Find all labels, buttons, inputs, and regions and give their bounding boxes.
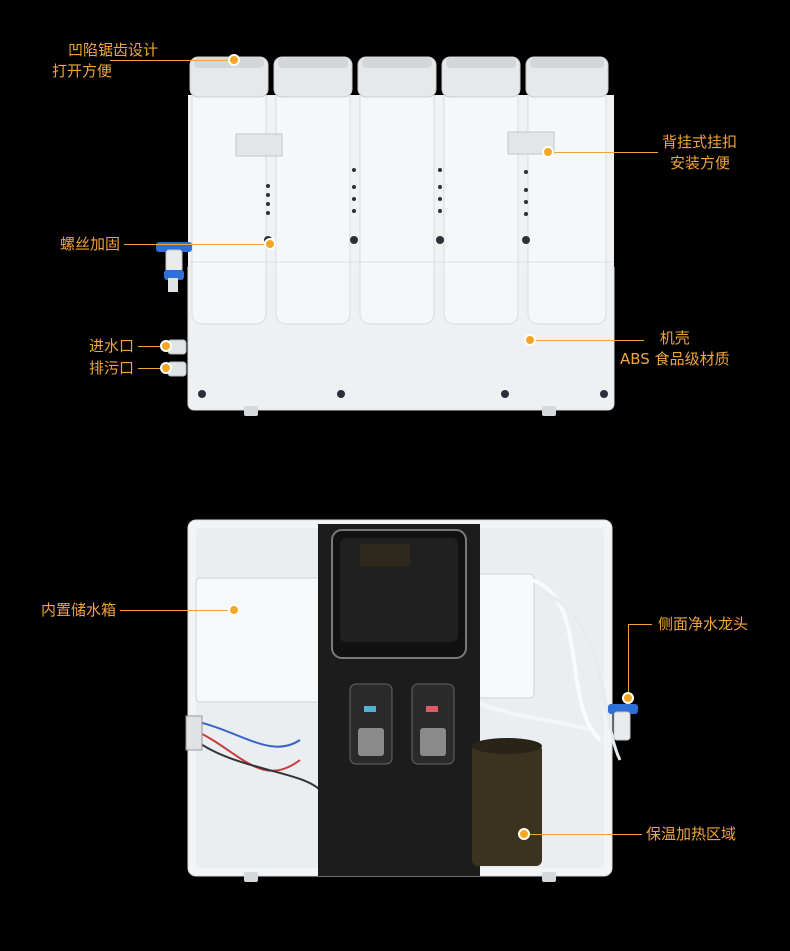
label-serrated-cap: 凹陷锯齿设计 打开方便 (30, 40, 158, 82)
label-heating-line1: 保温加热区域 (646, 825, 737, 843)
callout-dot-heating (518, 828, 530, 840)
label-screw-line1: 螺丝加固 (59, 235, 120, 253)
callout-line-heating (530, 834, 642, 835)
callout-dot-screw (264, 238, 276, 250)
callout-line-inlet (138, 346, 164, 347)
callout-line-tank (120, 610, 234, 611)
callout-dot-serrated-cap (228, 54, 240, 66)
label-tank: 内置储水箱 (22, 600, 116, 621)
callout-dot-back-hook (542, 146, 554, 158)
callout-dot-drain (160, 362, 172, 374)
callout-line-serrated-cap (110, 60, 232, 61)
label-housing: 机壳 ABS 食品级材质 (620, 328, 730, 370)
callout-line-side-faucet-h (628, 624, 652, 625)
label-serrated-cap-line2: 打开方便 (51, 62, 112, 80)
callout-line-drain (138, 368, 164, 369)
label-serrated-cap-line1: 凹陷锯齿设计 (67, 41, 158, 59)
callout-line-back-hook (550, 152, 658, 153)
label-inlet: 进水口 (70, 336, 134, 357)
callout-line-side-faucet-v (628, 624, 629, 694)
label-side-faucet-line1: 侧面净水龙头 (658, 615, 749, 633)
dispenser-unit-image (185, 519, 638, 882)
callout-dot-inlet (160, 340, 172, 352)
label-back-hook-line2: 安装方便 (670, 154, 731, 172)
label-side-faucet: 侧面净水龙头 (658, 614, 748, 635)
callout-dot-housing (524, 334, 536, 346)
label-tank-line1: 内置储水箱 (40, 601, 116, 619)
label-housing-line1: 机壳 (659, 329, 690, 347)
callout-line-housing (532, 340, 644, 341)
callout-dot-side-faucet (622, 692, 634, 704)
label-back-hook: 背挂式挂扣 安装方便 (662, 132, 737, 174)
callout-line-screw (124, 244, 270, 245)
label-housing-line2: ABS 食品级材质 (620, 350, 730, 368)
label-inlet-line1: 进水口 (88, 337, 134, 355)
label-back-hook-line1: 背挂式挂扣 (662, 133, 738, 151)
callout-dot-tank (228, 604, 240, 616)
label-heating: 保温加热区域 (646, 824, 736, 845)
label-drain-line1: 排污口 (88, 359, 134, 377)
label-screw: 螺丝加固 (40, 234, 120, 255)
filter-unit-image (156, 56, 615, 416)
label-drain: 排污口 (70, 358, 134, 379)
